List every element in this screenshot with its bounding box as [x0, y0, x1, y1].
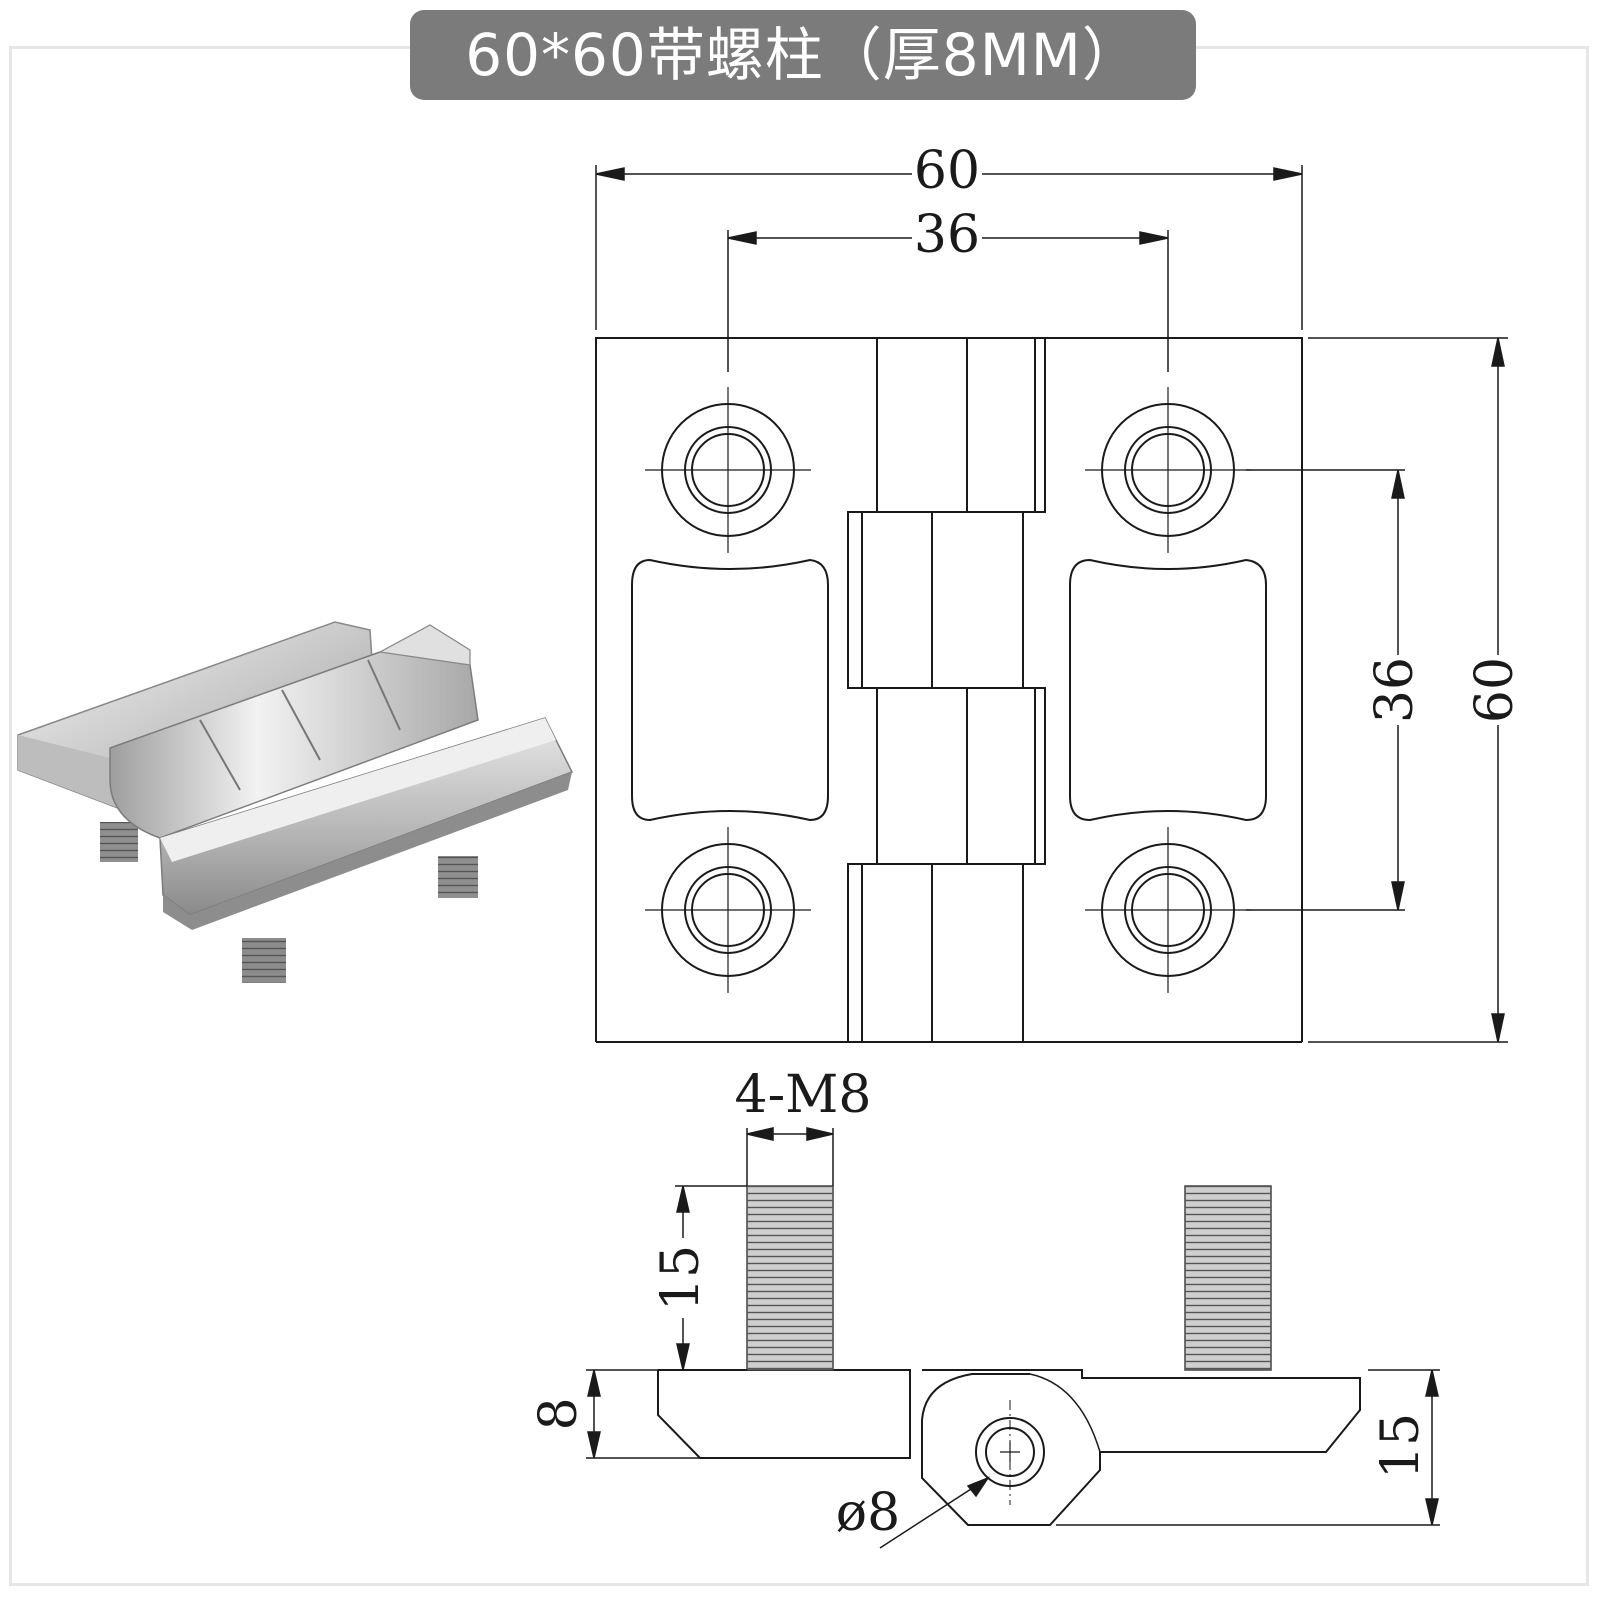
- side-studs: [746, 1185, 1272, 1371]
- side-right-leaf: [921, 1369, 1361, 1526]
- dim-pin-diameter: ø8: [836, 1483, 900, 1543]
- slot-right: [1069, 558, 1267, 822]
- hinge-photo: [17, 621, 574, 983]
- side-left-leaf: [657, 1369, 911, 1459]
- hole-bottom-right: [1085, 827, 1251, 993]
- side-view: [657, 1369, 1361, 1526]
- dim-hole-spacing-vertical: 36: [1365, 657, 1425, 723]
- product-title: 60*60带螺柱（厚8MM）: [410, 10, 1196, 100]
- slot-left: [631, 558, 829, 822]
- hole-top-left: [645, 387, 811, 553]
- front-view: [595, 337, 1303, 1043]
- side-dimensions: [586, 1127, 1440, 1549]
- front-dimensions: [595, 165, 1508, 1043]
- dim-hole-spacing-horizontal: 36: [914, 205, 980, 265]
- dim-plate-thickness: 8: [529, 1397, 589, 1430]
- dim-knuckle-height: 15: [1371, 1413, 1431, 1479]
- hole-top-right: [1085, 387, 1251, 553]
- dim-overall-height: 60: [1465, 657, 1525, 723]
- dim-stud-length: 15: [651, 1245, 711, 1311]
- dim-thread-spec: 4-M8: [735, 1065, 872, 1125]
- dim-overall-width: 60: [914, 141, 980, 201]
- hole-bottom-left: [645, 827, 811, 993]
